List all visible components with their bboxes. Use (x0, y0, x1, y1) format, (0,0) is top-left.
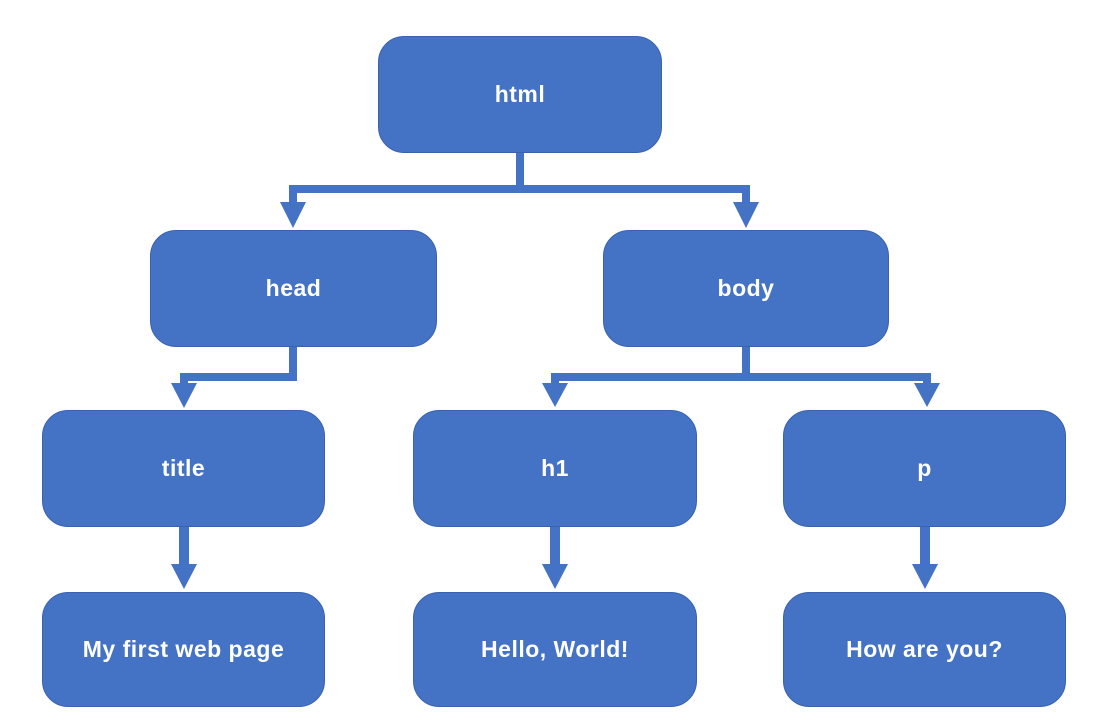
edge-head-title (171, 347, 297, 408)
node-h1-text-label: Hello, World! (481, 636, 629, 662)
edge-body-children (542, 347, 940, 407)
node-head-label: head (265, 275, 322, 301)
edge-title-text (171, 527, 197, 589)
node-body: body (603, 230, 889, 347)
edge-h1-text (542, 527, 568, 589)
node-title-label: title (161, 455, 206, 481)
node-html: html (378, 36, 662, 153)
node-title-text-label: My first web page (82, 636, 285, 662)
edge-html-children (280, 153, 759, 228)
node-p-text: How are you? (783, 592, 1066, 707)
node-html-label: html (494, 81, 546, 107)
node-h1-text: Hello, World! (413, 592, 697, 707)
node-head: head (150, 230, 437, 347)
node-body-label: body (717, 275, 775, 301)
node-p: p (783, 410, 1066, 527)
node-p-text-label: How are you? (846, 636, 1003, 662)
node-title: title (42, 410, 325, 527)
node-title-text: My first web page (42, 592, 325, 707)
node-h1: h1 (413, 410, 697, 527)
node-h1-label: h1 (541, 455, 569, 481)
node-p-label: p (917, 455, 932, 481)
edge-p-text (912, 527, 938, 589)
